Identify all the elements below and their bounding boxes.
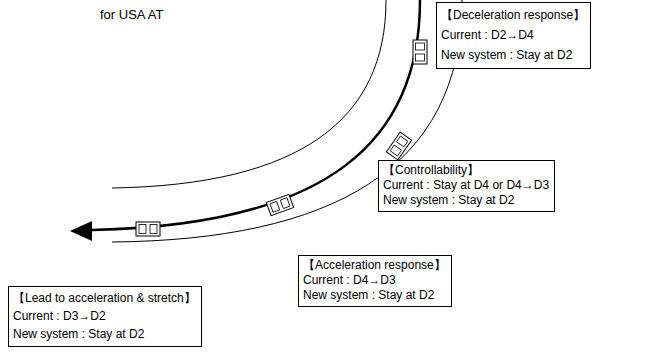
car-body bbox=[266, 194, 293, 215]
callout-line: New system : Stay at D2 bbox=[303, 288, 446, 303]
car-icon bbox=[266, 194, 293, 215]
callout-heading: 【Acceleration response】 bbox=[303, 258, 446, 273]
car-body bbox=[413, 40, 427, 64]
car-window bbox=[139, 225, 146, 234]
callout-line: Current : D3→D2 bbox=[13, 307, 196, 325]
callout-heading: 【Deceleration response】 bbox=[441, 5, 585, 25]
car-icon bbox=[413, 40, 427, 64]
callout-line: Current : D4→D3 bbox=[303, 273, 446, 288]
car-icon bbox=[386, 132, 411, 160]
car-window bbox=[390, 145, 401, 156]
callout-heading: 【Controllability】 bbox=[383, 163, 549, 178]
diagram-title: for USA AT bbox=[100, 7, 163, 22]
callout-box: 【Lead to acceleration & stretch】Current … bbox=[8, 286, 202, 347]
car-window bbox=[270, 201, 280, 212]
callout-heading: 【Lead to acceleration & stretch】 bbox=[13, 289, 196, 307]
road-edge bbox=[112, 0, 386, 188]
car-window bbox=[416, 43, 425, 50]
car-icon bbox=[136, 222, 160, 236]
car-window bbox=[150, 225, 157, 234]
callout-box: 【Acceleration response】Current : D4→D3Ne… bbox=[298, 255, 452, 307]
car-window bbox=[280, 198, 290, 209]
path-arrowhead bbox=[70, 221, 92, 241]
callout-line: Current : D2→D4 bbox=[441, 25, 585, 45]
callout-line: New system : Stay at D2 bbox=[13, 325, 196, 343]
car-body bbox=[386, 132, 411, 160]
car-body bbox=[136, 222, 160, 236]
callout-box: 【Controllability】Current : Stay at D4 or… bbox=[378, 160, 555, 212]
callout-line: New system : Stay at D2 bbox=[441, 45, 585, 65]
vehicle-path bbox=[92, 0, 420, 230]
car-window bbox=[416, 54, 425, 61]
callout-box: 【Deceleration response】Current : D2→D4Ne… bbox=[436, 2, 591, 69]
callout-line: Current : Stay at D4 or D4→D3 bbox=[383, 178, 549, 193]
callout-line: New system : Stay at D2 bbox=[383, 193, 549, 208]
car-window bbox=[396, 136, 407, 147]
